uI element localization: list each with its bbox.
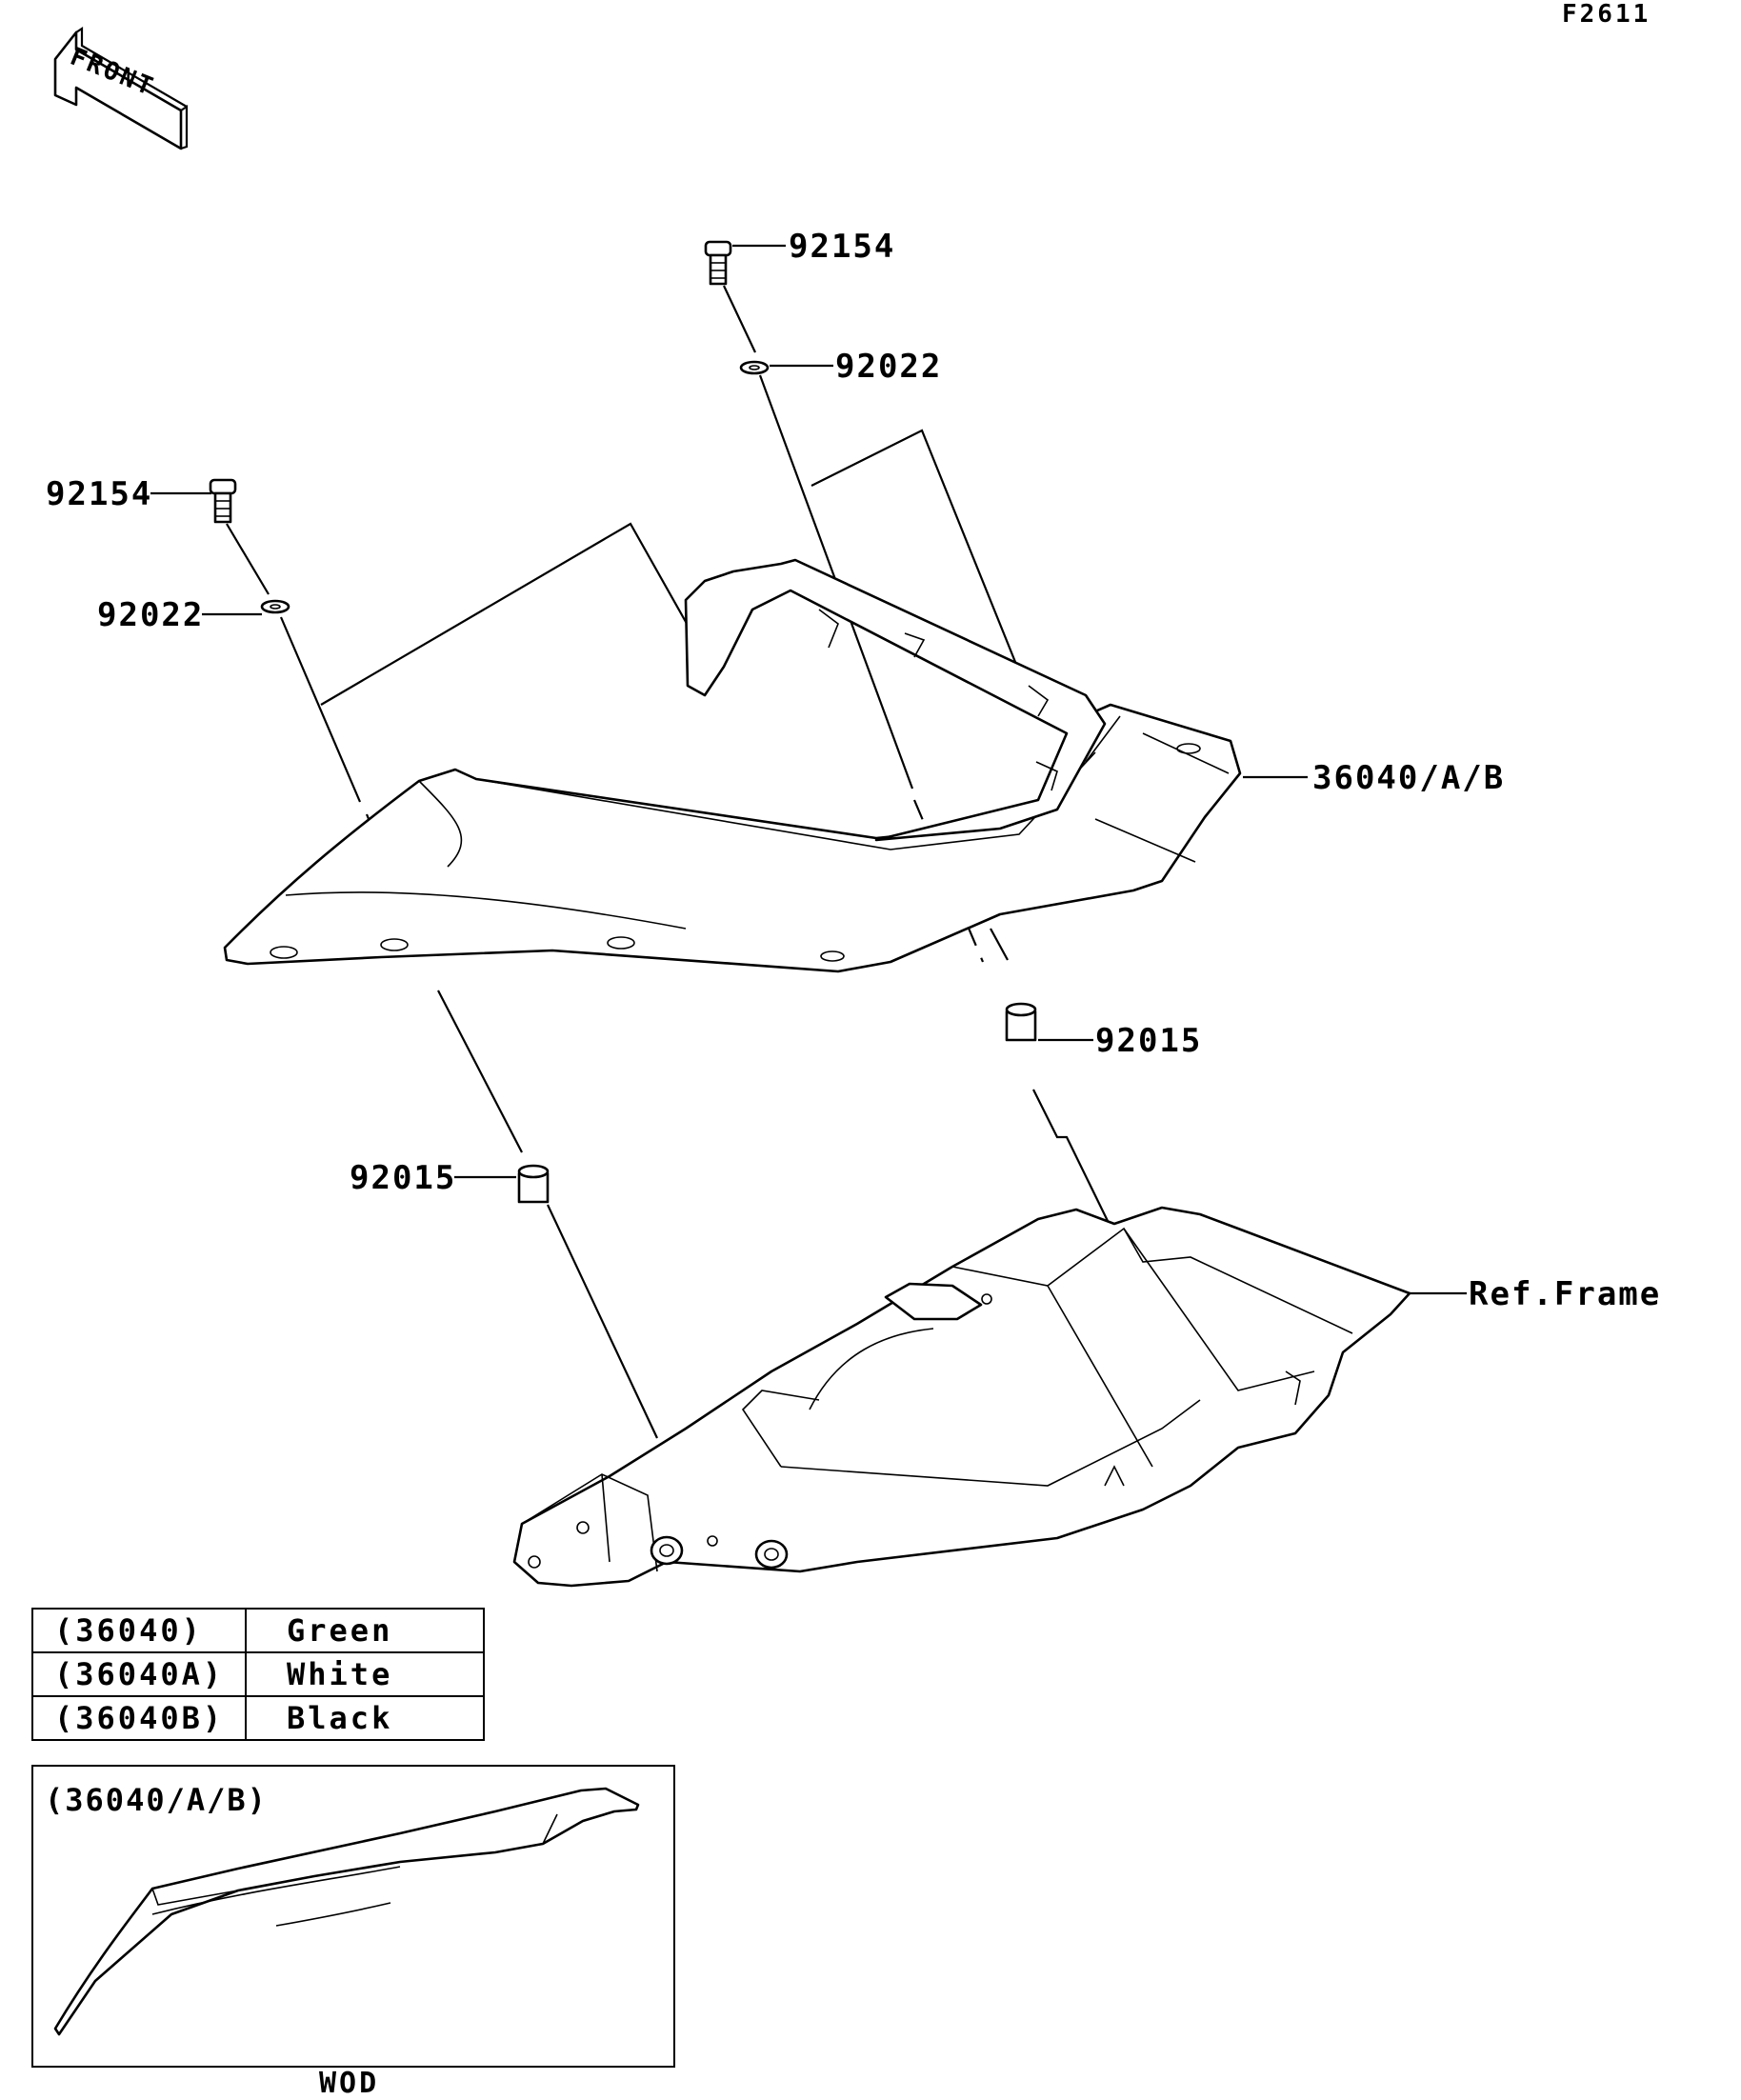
label-92022-upper: 92022 bbox=[835, 348, 942, 386]
figure-id: F2611 bbox=[1562, 0, 1651, 29]
label-92022-left: 92022 bbox=[97, 596, 204, 634]
part-code-cell: (36040A) bbox=[31, 1651, 247, 1697]
bolt-upper bbox=[704, 240, 732, 286]
color-cell: Black bbox=[245, 1695, 485, 1741]
label-ref-frame: Ref.Frame bbox=[1469, 1275, 1661, 1313]
color-cell: White bbox=[245, 1651, 485, 1697]
inset-caption: WOD bbox=[319, 2067, 380, 2100]
inset-label: (36040/A/B) bbox=[45, 1782, 268, 1818]
table-row: (36040A) White bbox=[31, 1651, 485, 1697]
front-direction-arrow: FRONT bbox=[53, 26, 189, 150]
color-cell: Green bbox=[245, 1608, 485, 1653]
label-92154-upper: 92154 bbox=[789, 228, 895, 266]
label-92015-left: 92015 bbox=[350, 1159, 456, 1197]
part-code-cell: (36040B) bbox=[31, 1695, 247, 1741]
washer-left bbox=[260, 599, 290, 614]
inset-panel: (36040/A/B) bbox=[31, 1765, 675, 2068]
table-row: (36040B) Black bbox=[31, 1695, 485, 1741]
seat-cover-36040 bbox=[223, 558, 1242, 973]
color-variant-table: (36040) Green (36040A) White (36040B) Bl… bbox=[31, 1608, 485, 1741]
label-36040-cover: 36040/A/B bbox=[1312, 759, 1505, 797]
bolt-left bbox=[209, 478, 237, 524]
label-92015-right: 92015 bbox=[1095, 1022, 1202, 1060]
label-92154-left: 92154 bbox=[46, 475, 152, 513]
collar-left bbox=[517, 1164, 550, 1204]
table-row: (36040) Green bbox=[31, 1608, 485, 1653]
part-code-cell: (36040) bbox=[31, 1608, 247, 1653]
collar-right bbox=[1005, 1002, 1037, 1042]
rear-frame-reference bbox=[512, 1206, 1411, 1588]
inset-cover-drawing bbox=[53, 1787, 640, 2036]
washer-upper bbox=[739, 360, 770, 375]
